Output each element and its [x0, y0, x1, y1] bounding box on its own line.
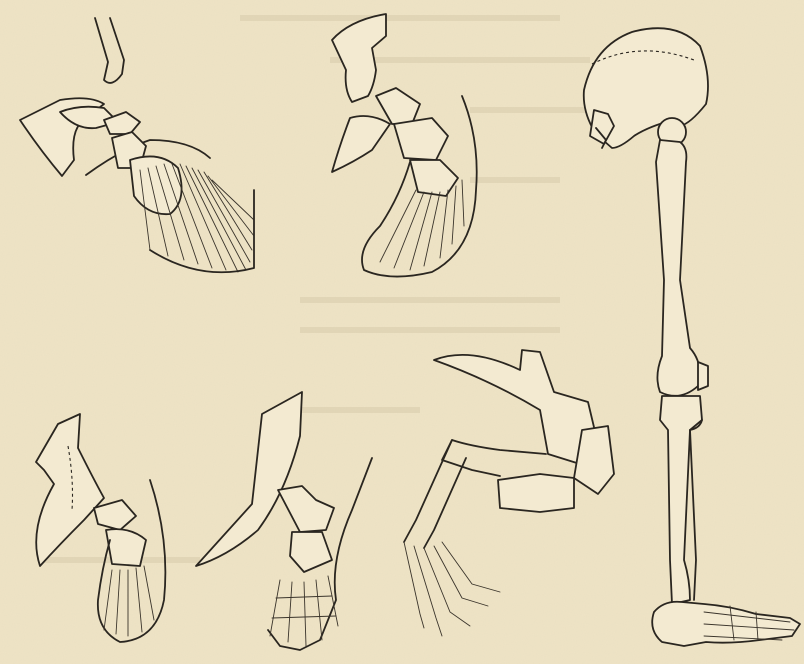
- illustration-plate: [0, 0, 804, 664]
